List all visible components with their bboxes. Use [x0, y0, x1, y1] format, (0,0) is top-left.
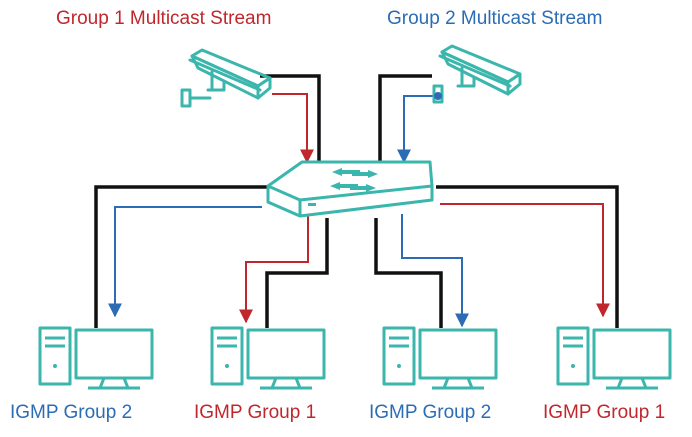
group2-stream-paths: [108, 95, 469, 328]
group1-stream-paths: [239, 93, 610, 324]
group1-path-to-pc4: [440, 203, 610, 318]
desktop-computer-icon: [556, 326, 672, 390]
cable-camera-2: [378, 74, 432, 172]
security-camera-icon: [180, 48, 272, 108]
pc2-group-label: IGMP Group 1: [194, 402, 317, 423]
group2-path-to-pc3: [401, 214, 469, 328]
group2-path-to-switch: [397, 95, 435, 164]
group1-path-to-switch: [272, 93, 314, 164]
cable-pc1: [94, 185, 268, 328]
cable-pc3: [374, 218, 443, 328]
network-switch-icon: [266, 160, 434, 218]
security-camera-icon: [432, 44, 522, 104]
pc4-group-label: IGMP Group 1: [543, 402, 666, 423]
cable-pc2: [265, 218, 329, 328]
cable-camera-1: [260, 74, 321, 172]
pc3-group-label: IGMP Group 2: [369, 402, 492, 423]
group1-path-to-pc2: [239, 214, 309, 324]
group2-stream-label: Group 2 Multicast Stream: [387, 8, 603, 29]
cables: [94, 74, 619, 328]
desktop-computer-icon: [38, 326, 154, 390]
desktop-computer-icon: [210, 326, 326, 390]
desktop-computer-icon: [382, 326, 498, 390]
cable-pc4: [436, 185, 619, 328]
group2-path-to-pc1: [108, 206, 262, 318]
group1-stream-label: Group 1 Multicast Stream: [56, 8, 272, 29]
pc1-group-label: IGMP Group 2: [10, 402, 133, 423]
